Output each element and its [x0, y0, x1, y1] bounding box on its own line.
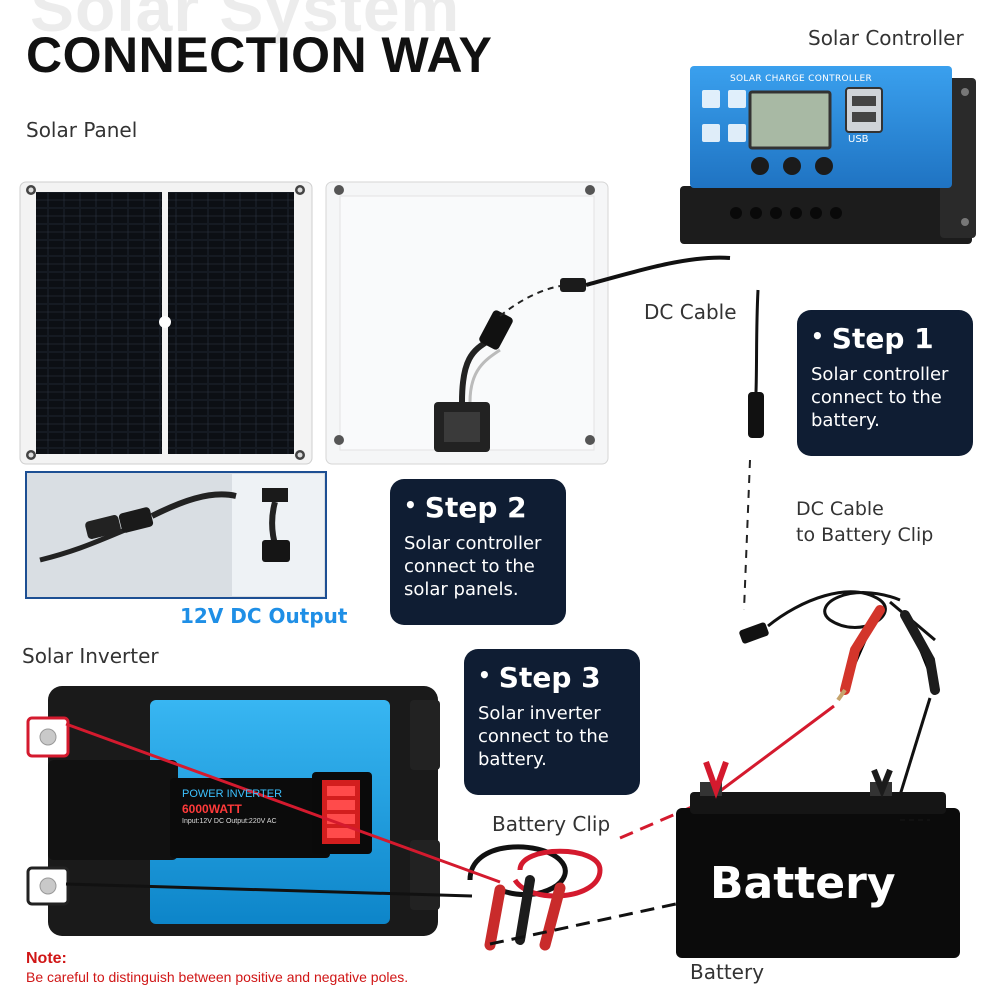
dc-cable-battery-clip	[739, 590, 940, 702]
step-2-title-text: Step 2	[424, 491, 527, 524]
dc-connector	[560, 278, 586, 292]
inverter-panel-title: POWER INVERTER	[182, 788, 283, 800]
step-2-line1: Solar controller	[404, 533, 542, 554]
battery-label: Battery	[690, 960, 765, 984]
usb-port-icon	[845, 87, 883, 133]
solar-panel-front	[19, 181, 313, 465]
inverter-panel-spec: Input:12V DC Output:220V AC	[182, 818, 277, 825]
dot-icon: •	[404, 493, 417, 517]
solar-panel-back	[325, 181, 609, 465]
battery-box-text: Battery	[710, 858, 896, 909]
step-2-line2: connect to the	[404, 556, 535, 577]
dc-cable-label: DC Cable	[644, 300, 737, 324]
step-3-line3: battery.	[478, 749, 547, 770]
step-1-text: Solar controller connect to the battery.	[811, 363, 959, 432]
solar-controller-label: Solar Controller	[808, 26, 964, 50]
step-1-title: • Step 1	[811, 322, 959, 355]
solar-inverter-label: Solar Inverter	[22, 644, 159, 668]
step-3-line1: Solar inverter	[478, 703, 601, 724]
step-2-title: • Step 2	[404, 491, 552, 524]
step-2-card: • Step 2 Solar controller connect to the …	[390, 479, 566, 625]
note-title: Note:	[26, 950, 67, 967]
background-title: Solar System	[30, 0, 461, 45]
dot-icon: •	[478, 663, 491, 687]
dc-cable-battery-clip-label-line1: DC Cable	[796, 498, 884, 520]
battery-clip-cables	[467, 844, 603, 951]
battery-illustration	[676, 760, 960, 958]
solar-charge-controller	[680, 66, 976, 244]
step-1-line1: Solar controller	[811, 364, 949, 385]
dc-output-photo	[25, 471, 327, 599]
page-title: CONNECTION WAY	[26, 27, 493, 83]
step-1-card: • Step 1 Solar controller connect to the …	[797, 310, 973, 456]
battery-clip-label: Battery Clip	[492, 812, 611, 836]
step-3-line2: connect to the	[478, 726, 609, 747]
note-text: Be careful to distinguish between positi…	[26, 969, 409, 985]
step-3-title-text: Step 3	[498, 661, 601, 694]
dc-output-label: 12V DC Output	[180, 604, 348, 628]
dc-cable-battery-clip-label: DC Cable to Battery Clip	[796, 496, 933, 548]
inverter-panel-watt: 6000WATT	[182, 802, 242, 816]
solar-inverter	[26, 686, 440, 936]
step-3-card: • Step 3 Solar inverter connect to the ba…	[464, 649, 640, 795]
step-1-title-text: Step 1	[831, 322, 934, 355]
controller-screen-title: SOLAR CHARGE CONTROLLER	[730, 74, 873, 84]
step-1-line2: connect to the	[811, 387, 942, 408]
step-2-line3: solar panels.	[404, 579, 519, 600]
step-1-line3: battery.	[811, 410, 880, 431]
solar-panel-label: Solar Panel	[26, 118, 138, 142]
step-3-title: • Step 3	[478, 661, 626, 694]
step-2-text: Solar controller connect to the solar pa…	[404, 532, 552, 601]
dc-cable-plug	[748, 392, 764, 438]
dc-cable-battery-clip-label-line2: to Battery Clip	[796, 524, 934, 546]
step-3-text: Solar inverter connect to the battery.	[478, 702, 626, 771]
controller-usb-label: USB	[848, 134, 869, 145]
dot-icon: •	[811, 324, 824, 348]
